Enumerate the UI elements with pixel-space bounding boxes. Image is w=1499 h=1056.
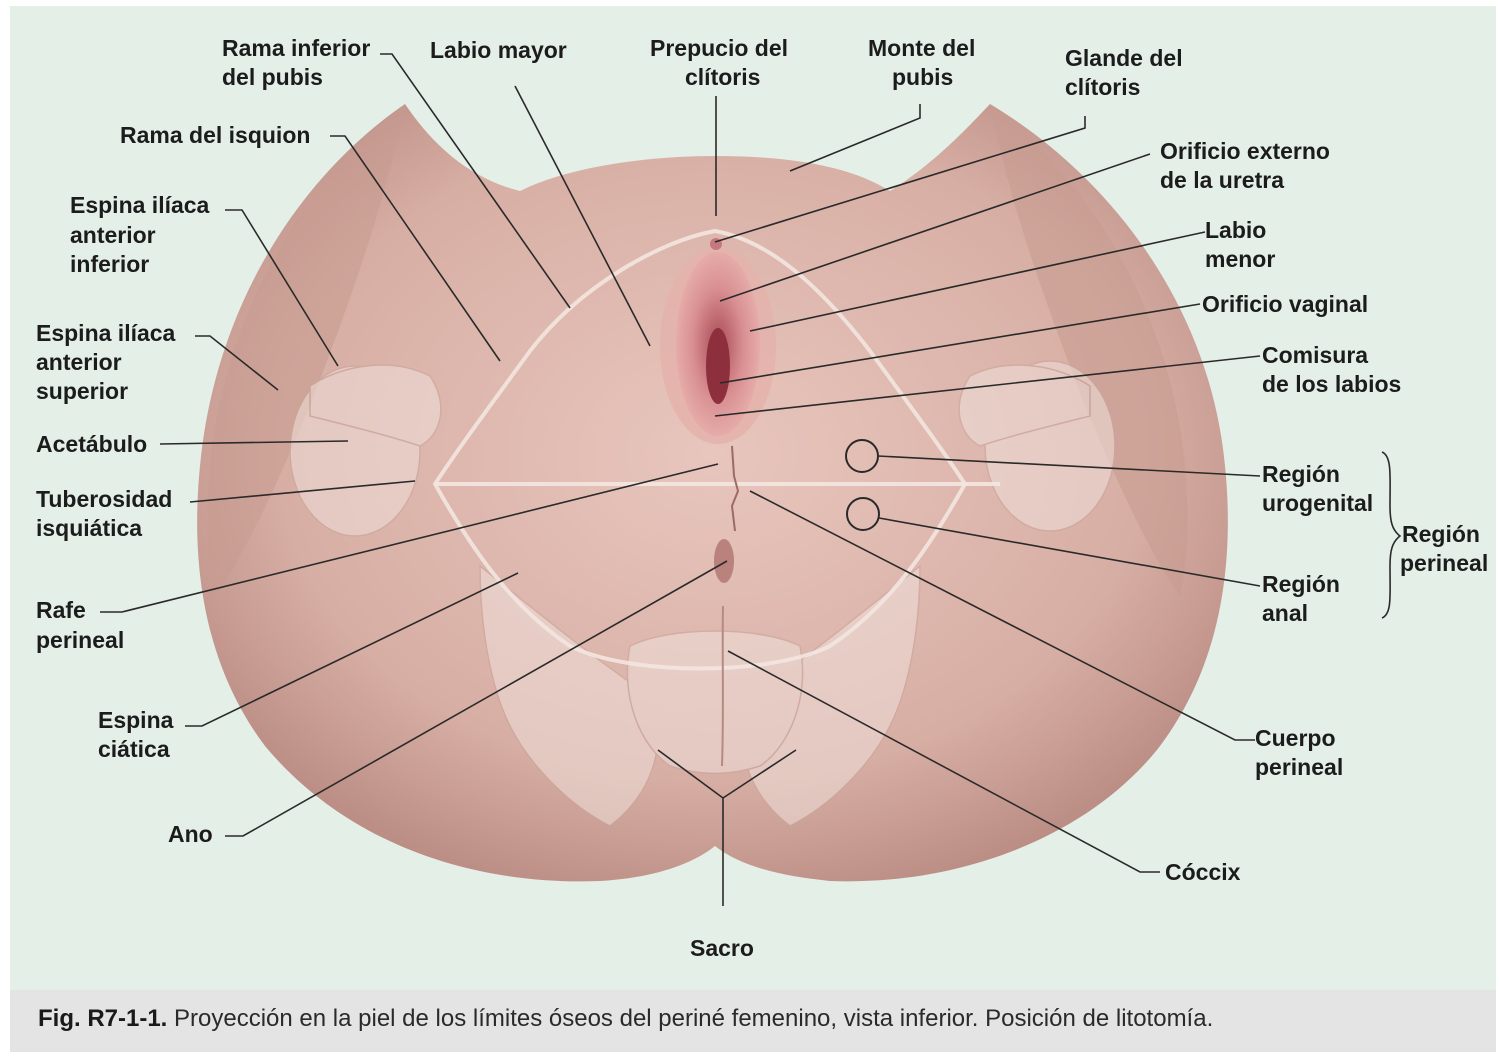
label-region-anal: Región anal (1262, 571, 1346, 626)
right-thigh-shadow (990, 104, 1188, 596)
label-rama-inferior-pubis: Rama inferior del pubis (222, 35, 377, 90)
label-espina-iliaca-anterior-inferior: Espina ilíaca anterior inferior (70, 192, 216, 277)
label-region-urogenital: Región urogenital (1262, 461, 1373, 516)
label-espina-ciatica: Espina ciática (98, 707, 180, 762)
pelvic-outlet-outline (432, 228, 968, 671)
label-labio-menor: Labio menor (1205, 217, 1275, 272)
label-glande-clitoris: Glande del clítoris (1065, 45, 1189, 100)
figure-caption: Fig. R7-1-1. Proyección en la piel de lo… (38, 1005, 1213, 1033)
label-cuerpo-perineal: Cuerpo perineal (1255, 725, 1343, 780)
perineum-illustration: Rama inferior del pubis Labio mayor Prep… (36, 35, 1488, 961)
perineal-raphe (730, 445, 740, 532)
region-anal-marker (846, 497, 880, 531)
anus (714, 539, 734, 583)
label-sacro: Sacro (690, 935, 754, 961)
leader-lines (100, 53, 1402, 906)
label-orificio-vaginal: Orificio vaginal (1202, 291, 1368, 317)
label-orificio-externo-uretra: Orificio externo de la uretra (1160, 138, 1336, 193)
figure-panel: Rama inferior del pubis Labio mayor Prep… (10, 6, 1496, 990)
intergluteal-cleft (721, 605, 724, 767)
label-region-perineal: Región perineal (1400, 521, 1488, 576)
left-thigh-shadow (207, 104, 405, 596)
caption-label: Fig. R7-1-1. (38, 1005, 168, 1032)
label-prepucio-clitoris: Prepucio del clítoris (650, 35, 794, 90)
label-rama-isquion: Rama del isquion (120, 122, 310, 148)
vaginal-opening (706, 328, 730, 404)
label-comisura-labios: Comisura de los labios (1262, 342, 1401, 397)
caption-bar: Fig. R7-1-1. Proyección en la piel de lo… (10, 990, 1496, 1052)
caption-text: Proyección en la piel de los límites óse… (174, 1005, 1214, 1032)
label-monte-pubis: Monte del pubis (868, 35, 982, 90)
body-silhouette (197, 104, 1228, 882)
label-acetabulo: Acetábulo (36, 431, 147, 457)
label-tuberosidad-isquiatica: Tuberosidad isquiática (36, 486, 179, 541)
label-espina-iliaca-anterior-superior: Espina ilíaca anterior superior (36, 320, 182, 404)
label-ano: Ano (168, 821, 213, 847)
label-rafe-perineal: Rafe perineal (36, 597, 124, 653)
label-labio-mayor: Labio mayor (430, 37, 567, 63)
label-coccix: Cóccix (1165, 859, 1241, 885)
